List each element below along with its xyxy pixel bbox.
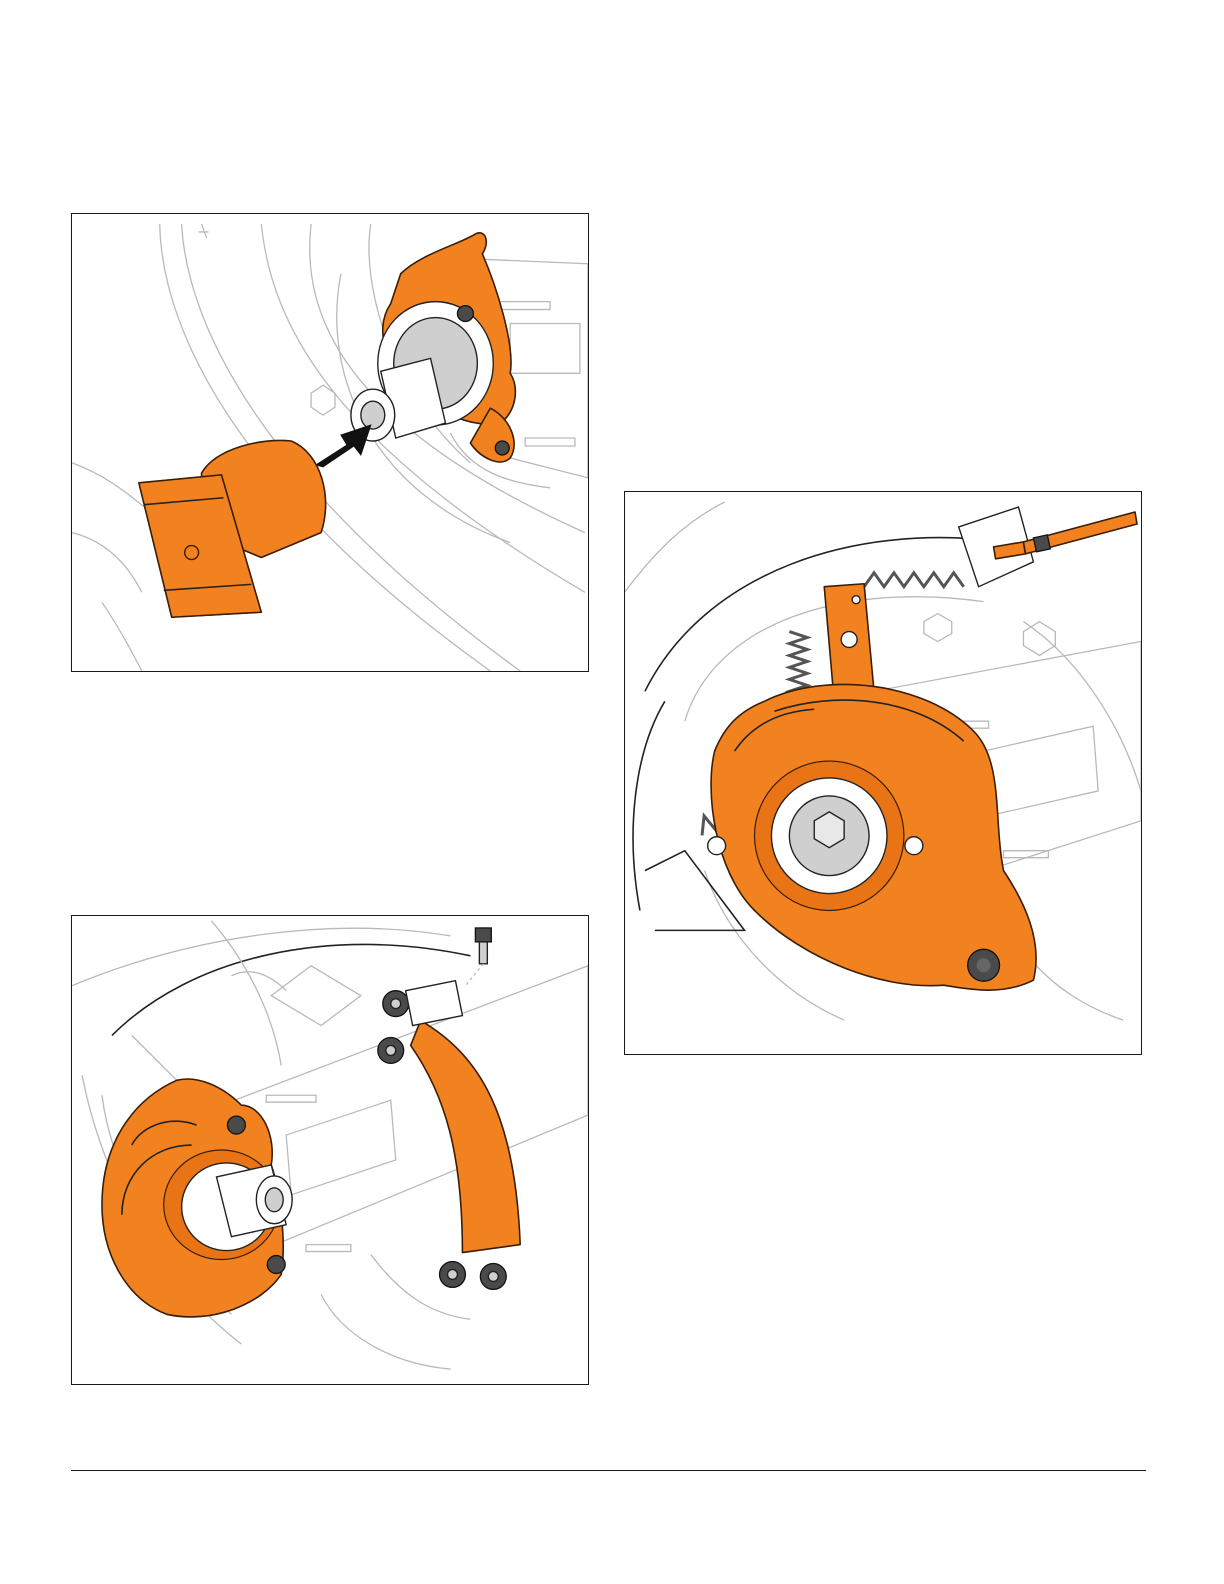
spacer-bar <box>406 981 463 1026</box>
flange-nut-2 <box>378 1037 404 1063</box>
flange-nut-3 <box>440 1262 466 1288</box>
footer-rule <box>71 1470 1146 1471</box>
hardware-bolt <box>465 928 491 986</box>
insertion-arrow-icon <box>316 425 371 467</box>
figure-1-spacer-installation <box>71 213 589 672</box>
guard-strap <box>411 1021 521 1253</box>
brake-housing <box>708 684 1036 990</box>
figure-3-illustration <box>625 492 1141 1054</box>
spacer-part <box>139 440 326 617</box>
figure-3-brake-assembly <box>624 491 1142 1055</box>
flange-nut-4 <box>480 1264 506 1290</box>
cable-bracket <box>959 507 1137 587</box>
brake-lever <box>824 584 874 702</box>
figure-2-illustration <box>72 916 588 1384</box>
bearing-cover <box>102 1079 292 1317</box>
figure-2-guard-strap <box>71 915 589 1385</box>
flange-nut-1 <box>383 991 409 1017</box>
figure-1-illustration <box>72 214 588 671</box>
